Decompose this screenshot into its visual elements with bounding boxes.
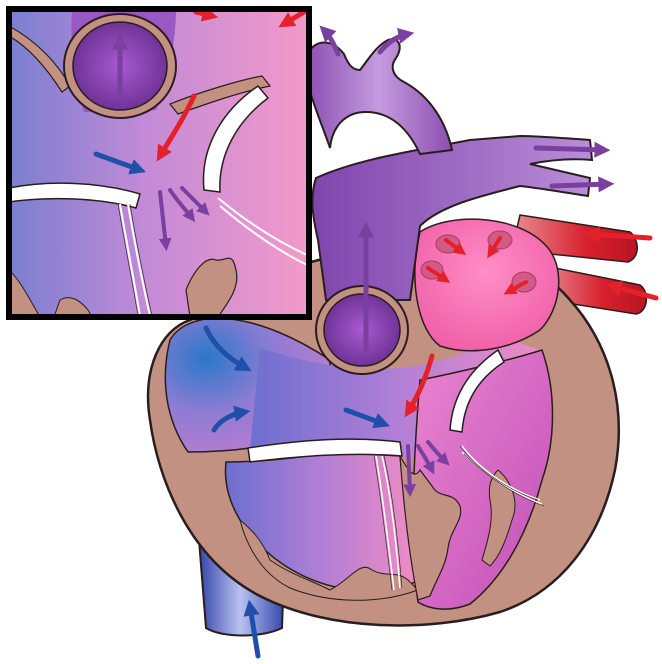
arrow-pulmonary-artery-1 [536,148,604,150]
arrow-pulmonary-artery-2 [552,184,608,186]
inset-zoom [9,9,309,317]
pulmonary-valve-opening [324,294,400,366]
left-atrium [415,219,559,351]
aorta [306,39,452,154]
arrow-mixed-1 [408,446,410,492]
